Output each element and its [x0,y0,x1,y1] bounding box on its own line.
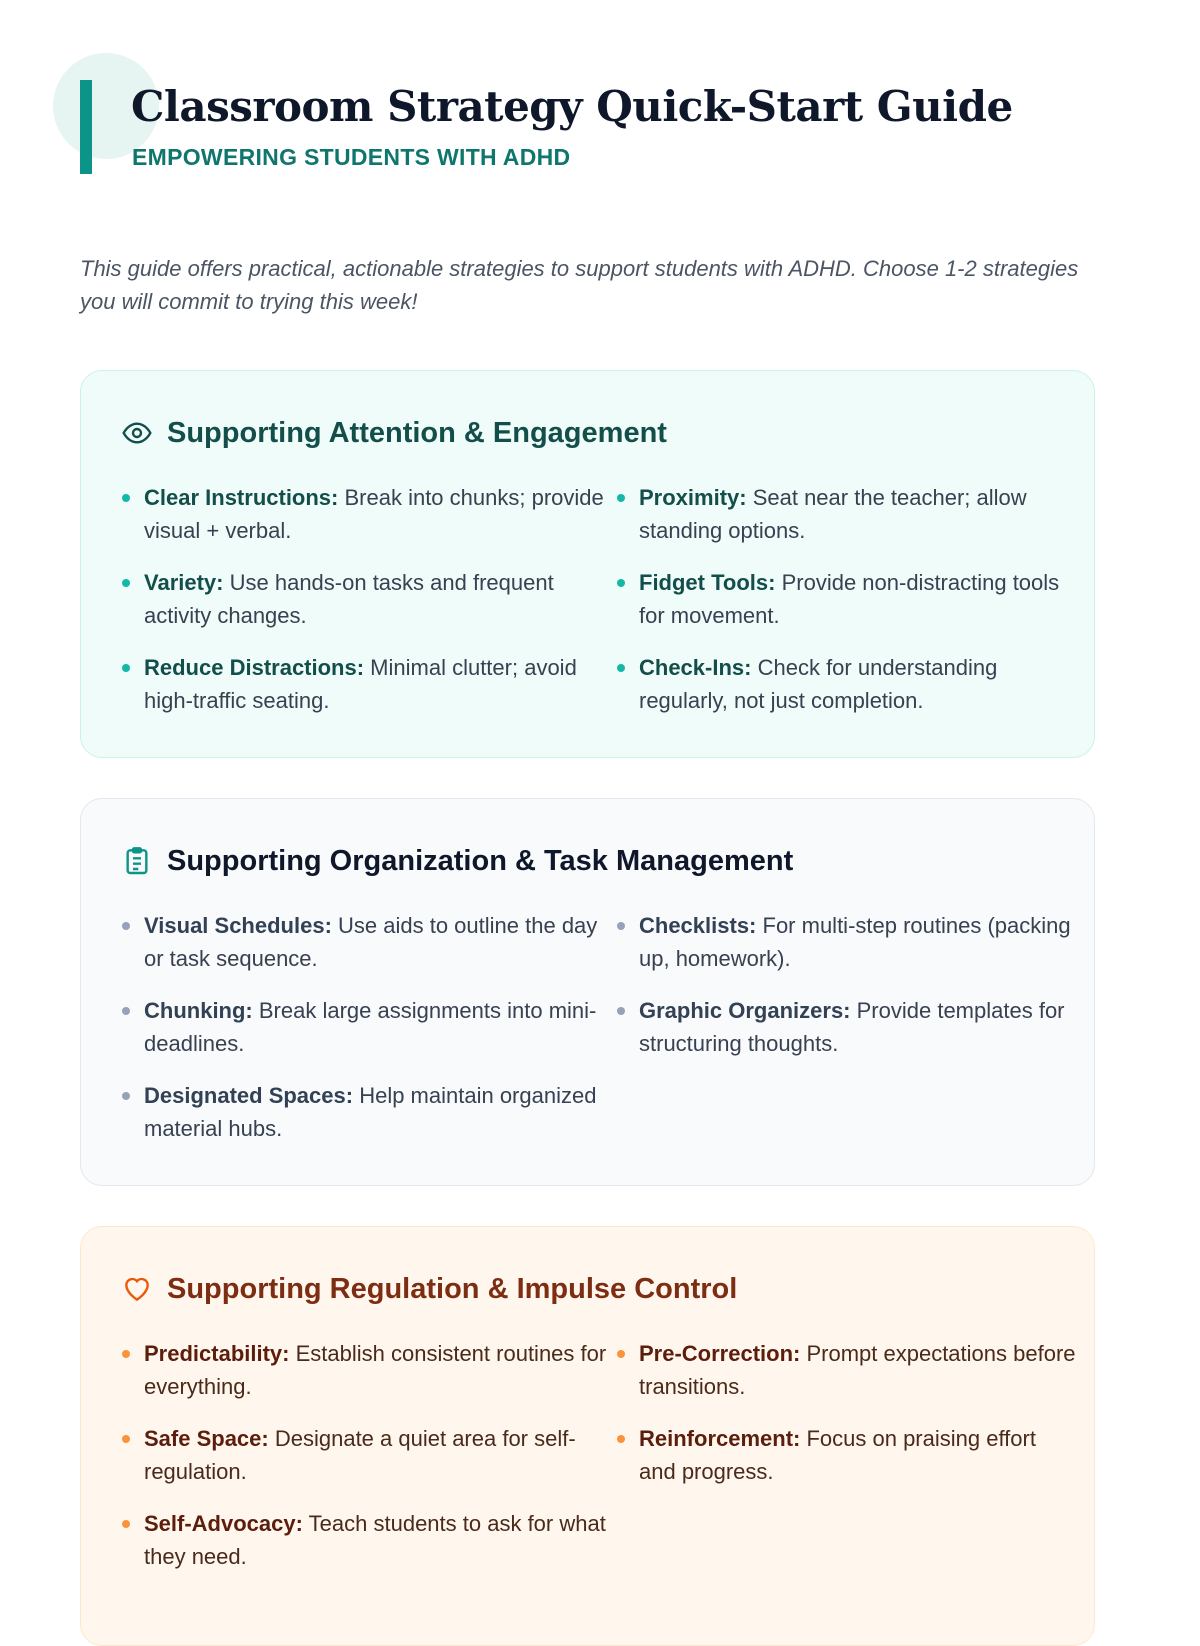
strategy-text: Break large assignments into mini-deadli… [144,998,597,1056]
clipboard-icon [126,847,148,875]
section-heading: Supporting Regulation & Impulse Control [121,1271,1054,1307]
strategy-text: Provide templates for structuring though… [639,998,1065,1056]
decorative-circle [53,53,159,159]
section-heading: Supporting Organization & Task Managemen… [121,843,1054,879]
strategy-term: Chunking: [144,998,253,1023]
list-item: Clear Instructions: Break into chunks; p… [121,481,616,547]
list-item: Predictability: Establish consistent rou… [121,1337,616,1403]
list-item: Reduce Distractions: Minimal clutter; av… [121,651,616,717]
list-item: Visual Schedules: Use aids to outline th… [121,909,616,975]
section-title: Supporting Organization & Task Managemen… [167,844,794,877]
list-item: Designated Spaces: Help maintain organiz… [121,1079,616,1145]
strategy-term: Graphic Organizers: [639,998,851,1023]
strategy-term: Designated Spaces: [144,1083,354,1108]
strategy-term: Reduce Distractions: [144,655,365,680]
list-item: Safe Space: Designate a quiet area for s… [121,1422,616,1488]
section-title: Supporting Attention & Engagement [167,416,667,449]
strategy-term: Safe Space: [144,1426,269,1451]
list-item: Variety: Use hands-on tasks and frequent… [121,566,616,632]
accent-bar [80,80,92,174]
strategy-text: For multi-step routines (packing up, hom… [639,913,1071,971]
page-title: Classroom Strategy Quick-Start Guide [131,82,1013,131]
strategy-text: Break into chunks; provide visual + verb… [144,485,604,543]
strategy-term: Variety: [144,570,224,595]
strategy-text: Designate a quiet area for self-regulati… [144,1426,576,1484]
strategy-text: Use hands-on tasks and frequent activity… [144,570,554,628]
strategy-text: Prompt expectations before transitions. [639,1341,1076,1399]
list-item: Reinforcement: Focus on praising effort … [616,1422,1076,1488]
strategy-text: Focus on praising effort and progress. [639,1426,1036,1484]
list-item: Pre-Correction: Prompt expectations befo… [616,1337,1076,1403]
heart-icon [125,1277,149,1302]
list-item: Chunking: Break large assignments into m… [121,994,616,1060]
strategy-term: Clear Instructions: [144,485,339,510]
strategy-term: Predictability: [144,1341,290,1366]
strategy-term: Self-Advocacy: [144,1511,303,1536]
strategy-text: Teach students to ask for what they need… [144,1511,606,1569]
list-item: Graphic Organizers: Provide templates fo… [616,994,1076,1060]
strategy-text: Minimal clutter; avoid high-traffic seat… [144,655,577,713]
strategy-term: Pre-Correction: [639,1341,801,1366]
section-regulation: Supporting Regulation & Impulse Control … [80,1226,1095,1646]
list-item: Fidget Tools: Provide non-distracting to… [616,566,1076,632]
strategy-list: Predictability: Establish consistent rou… [121,1337,1076,1573]
section-attention: Supporting Attention & Engagement Clear … [80,370,1095,758]
strategy-term: Reinforcement: [639,1426,801,1451]
strategy-text: Use aids to outline the day or task sequ… [144,913,598,971]
list-item: Checklists: For multi-step routines (pac… [616,909,1076,975]
strategy-text: Help maintain organized material hubs. [144,1083,597,1141]
section-heading: Supporting Attention & Engagement [121,415,1054,451]
list-item: Proximity: Seat near the teacher; allow … [616,481,1076,547]
section-organization: Supporting Organization & Task Managemen… [80,798,1095,1186]
list-item: Check-Ins: Check for understanding regul… [616,651,1076,717]
intro-text: This guide offers practical, actionable … [80,256,1079,314]
strategy-term: Proximity: [639,485,747,510]
strategy-text: Provide non-distracting tools for moveme… [639,570,1060,628]
strategy-term: Checklists: [639,913,757,938]
strategy-term: Fidget Tools: [639,570,776,595]
strategy-term: Check-Ins: [639,655,752,680]
strategy-text: Check for understanding regularly, not j… [639,655,998,713]
page-subtitle: EMPOWERING STUDENTS WITH ADHD [132,144,571,170]
strategy-text: Establish consistent routines for everyt… [144,1341,607,1399]
strategy-term: Visual Schedules: [144,913,332,938]
section-title: Supporting Regulation & Impulse Control [167,1272,738,1305]
list-item: Self-Advocacy: Teach students to ask for… [121,1507,616,1573]
strategy-text: Seat near the teacher; allow standing op… [639,485,1027,543]
strategy-list: Visual Schedules: Use aids to outline th… [121,909,1071,1145]
strategy-list: Clear Instructions: Break into chunks; p… [121,481,1059,717]
eye-icon [122,422,152,444]
